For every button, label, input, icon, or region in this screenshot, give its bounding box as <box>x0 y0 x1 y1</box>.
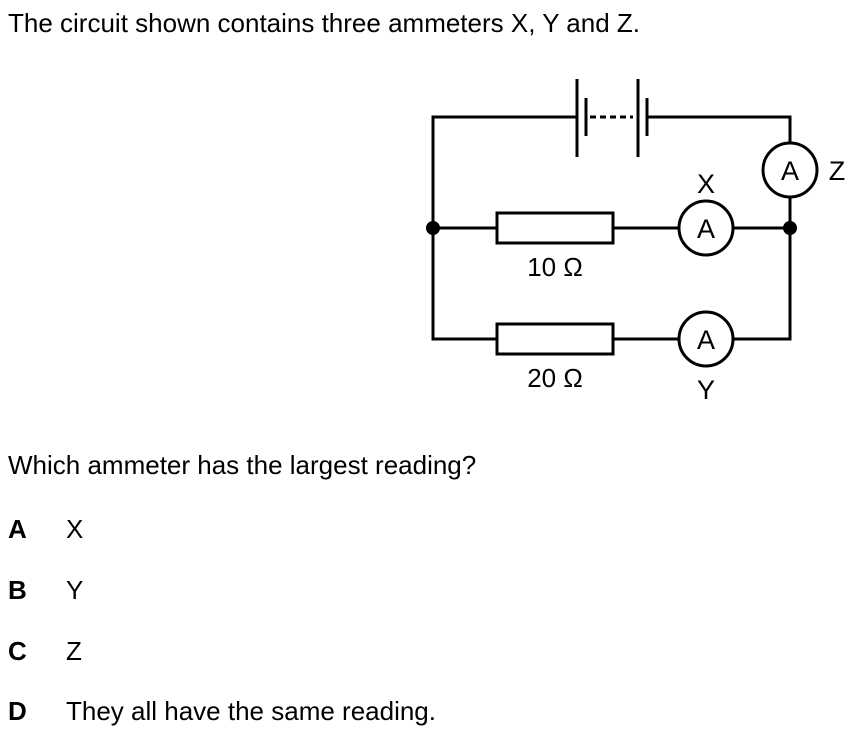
ammeter-z-label: Z <box>829 156 846 186</box>
question-prompt: Which ammeter has the largest reading? <box>8 450 477 480</box>
ammeter-y-symbol: A <box>697 325 715 355</box>
option-letter: A <box>8 514 27 544</box>
option-letter: C <box>8 636 27 666</box>
battery-icon <box>575 79 649 157</box>
ammeter-x-label: X <box>697 169 715 199</box>
ammeter-y-icon <box>677 310 735 368</box>
resistor-20-ohm-icon <box>495 322 615 356</box>
question-intro: The circuit shown contains three ammeter… <box>8 8 640 38</box>
option-text: Y <box>66 575 84 605</box>
ammeter-z-symbol: A <box>781 156 799 186</box>
junction-left-dot <box>426 221 440 235</box>
option-text: They all have the same reading. <box>66 696 436 726</box>
option-letter: B <box>8 575 27 605</box>
option-text: Z <box>66 636 82 666</box>
ammeter-y-label: Y <box>697 375 715 405</box>
option-letter: D <box>8 696 27 726</box>
circuit-diagram: A A A X Y Z 10 Ω 20 Ω <box>426 79 846 405</box>
ammeter-x-symbol: A <box>697 214 715 244</box>
resistor-10-ohm-icon <box>495 211 615 245</box>
resistor-top-label: 10 Ω <box>527 252 583 282</box>
resistor-bottom-label: 20 Ω <box>527 363 583 393</box>
option-text: X <box>66 514 84 544</box>
ammeter-z-icon <box>761 141 819 199</box>
junction-right-dot <box>783 221 797 235</box>
ammeter-x-icon <box>677 199 735 257</box>
